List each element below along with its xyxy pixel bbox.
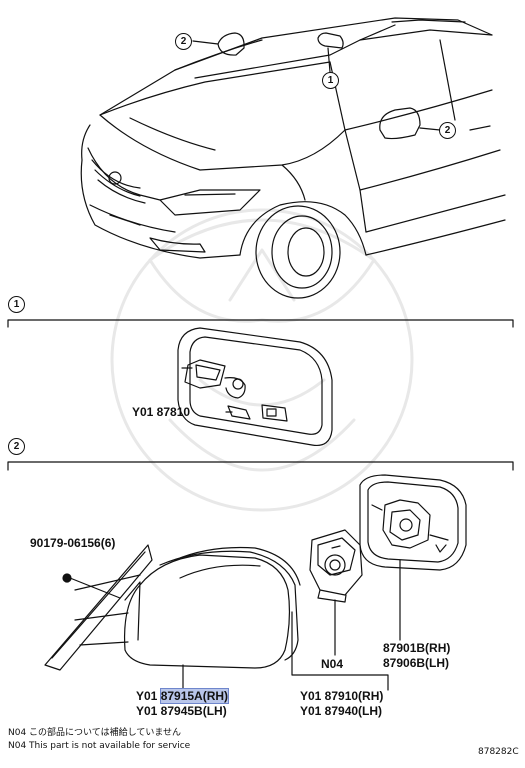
part-label-inner-mirror[interactable]: Y01 87810: [132, 405, 191, 419]
callout-section1[interactable]: 1: [8, 296, 25, 313]
part-label-motor-rh[interactable]: Y01 87910(RH): [300, 689, 384, 703]
callout-outer-mirror-right[interactable]: 2: [439, 122, 456, 139]
part-label-motor-lh[interactable]: Y01 87940(LH): [300, 704, 383, 718]
figure-id: 878282C: [478, 747, 519, 757]
callout-inner-mirror-top[interactable]: 1: [322, 72, 339, 89]
inner-mirror-drawing: [177, 327, 333, 447]
mirror-motor-drawing: [309, 529, 363, 603]
watermark-emblem: [110, 208, 414, 512]
section2-bracket: [7, 461, 514, 471]
part-label-bolt[interactable]: 90179-06156(6): [30, 536, 116, 550]
car-illustration: [80, 17, 506, 299]
footnote-english: N04 This part is not available for servi…: [8, 741, 191, 751]
part-note-motor: N04: [321, 657, 344, 671]
mirror-base-drawing: [44, 544, 153, 671]
part-label-cover-lh[interactable]: Y01 87945B(LH): [136, 704, 227, 718]
footnote-japanese: N04 この部品については補給していません: [8, 728, 182, 738]
part-label-glass-rh[interactable]: 87901B(RH): [383, 641, 451, 655]
leader-lines: [182, 559, 401, 691]
callout-outer-mirror-top[interactable]: 2: [175, 33, 192, 50]
mirror-cover-drawing: [123, 546, 301, 669]
part-label-glass-lh[interactable]: 87906B(LH): [383, 656, 450, 670]
part-code-cover-rh-highlighted[interactable]: 87915A(RH): [159, 688, 230, 704]
section1-bracket: [7, 319, 514, 328]
callout-section2[interactable]: 2: [8, 438, 25, 455]
mirror-glass-drawing: [359, 474, 467, 571]
part-label-cover-rh: Y01 87915A(RH): [136, 688, 230, 704]
part-prefix-cover-rh: Y01: [136, 689, 161, 703]
